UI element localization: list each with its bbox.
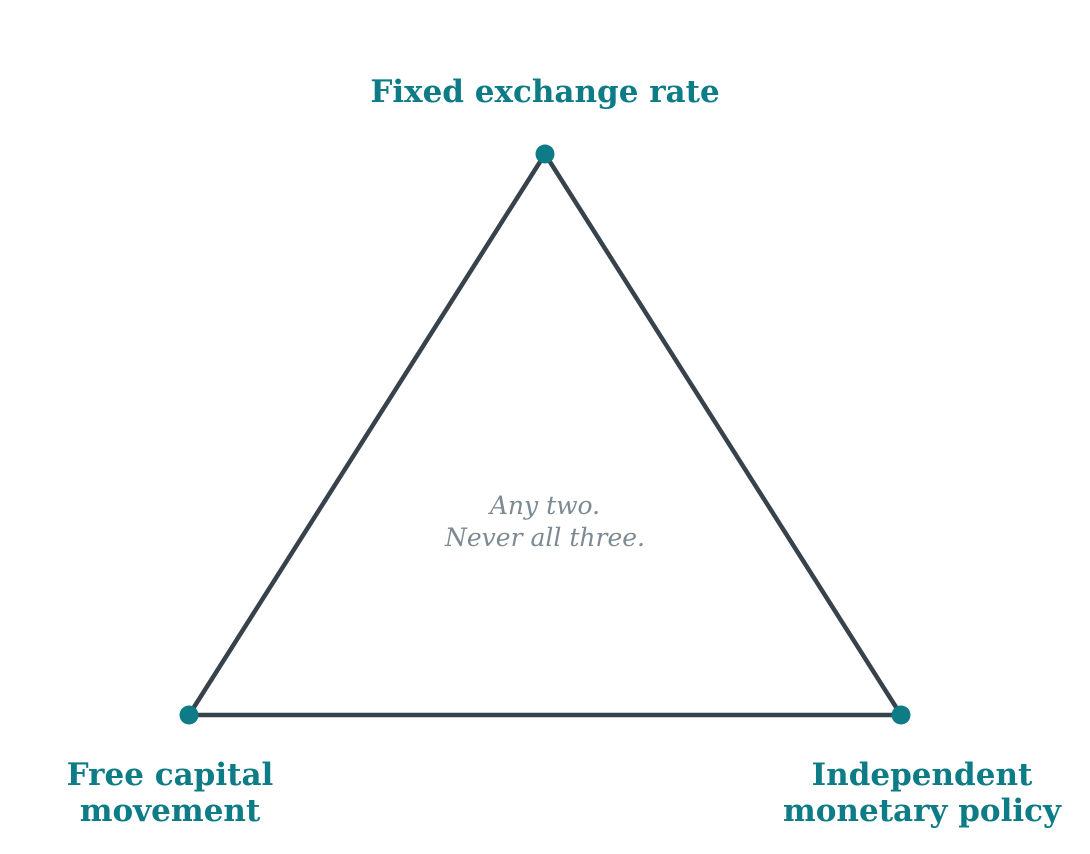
triangle-edges	[186, 151, 904, 718]
center-note: Any two. Never all three.	[395, 490, 695, 554]
vertex-label-fixed-exchange-rate: Fixed exchange rate	[345, 74, 745, 110]
center-note-line: Never all three.	[445, 523, 645, 552]
center-note-line: Any two.	[489, 491, 601, 520]
vertex-label-line: Fixed exchange rate	[370, 74, 720, 110]
vertex-label-independent-monetary-policy: Independent monetary policy	[770, 757, 1074, 829]
vertex-label-line: Independent	[811, 757, 1033, 793]
vertex-label-free-capital-movement: Free capital movement	[20, 757, 320, 829]
vertex-dot-right	[891, 705, 911, 725]
vertex-label-line: movement	[79, 793, 261, 829]
vertex-label-line: monetary policy	[782, 793, 1062, 829]
vertex-dot-left	[179, 705, 199, 725]
vertex-label-line: Free capital	[66, 757, 274, 793]
vertex-dot-top	[535, 144, 555, 164]
